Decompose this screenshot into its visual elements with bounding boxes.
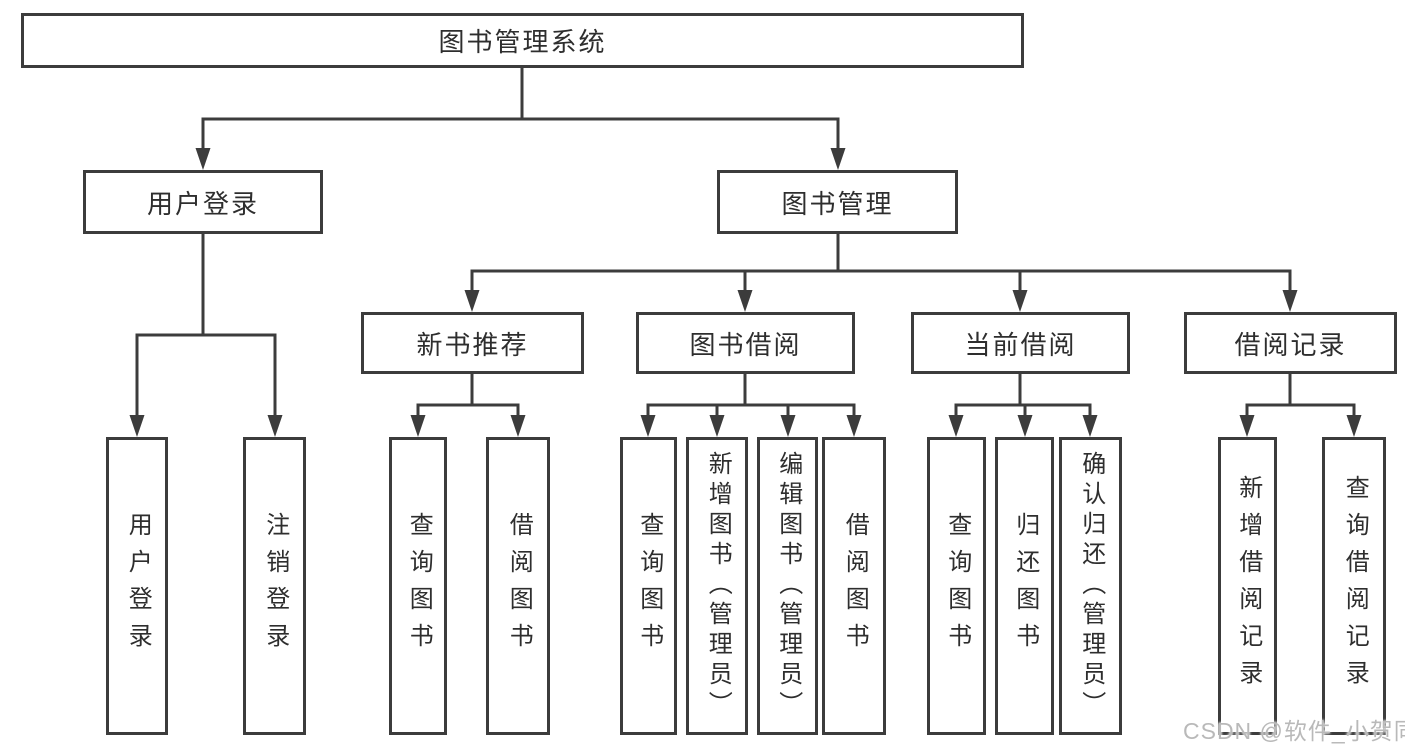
node-book-management: 图书管理 bbox=[717, 170, 958, 234]
leaf-label: 查询图书 bbox=[405, 512, 433, 660]
leaf-add-borrow-record: 新增借阅记录 bbox=[1218, 437, 1277, 735]
leaf-label: 查询借阅记录 bbox=[1341, 475, 1369, 697]
node-new-book-recommendation: 新书推荐 bbox=[361, 312, 584, 374]
leaf-label: 注销登录 bbox=[261, 512, 289, 660]
leaf-borrow-books-borrowing: 借阅图书 bbox=[822, 437, 886, 735]
leaf-confirm-return-admin: 确认归还（管理员） bbox=[1059, 437, 1122, 735]
node-borrowing-records: 借阅记录 bbox=[1184, 312, 1397, 374]
leaf-label: 归还图书 bbox=[1011, 512, 1039, 660]
node-book-borrowing: 图书借阅 bbox=[636, 312, 855, 374]
csdn-watermark: CSDN @软件_小贺同学 bbox=[1183, 718, 1405, 744]
leaf-label: 确认归还（管理员） bbox=[1077, 451, 1105, 721]
leaf-label: 查询图书 bbox=[943, 512, 971, 660]
leaf-user-login: 用户登录 bbox=[106, 437, 168, 735]
leaf-edit-book-admin: 编辑图书（管理员） bbox=[757, 437, 818, 735]
leaf-label: 编辑图书（管理员） bbox=[774, 451, 802, 721]
node-user-login: 用户登录 bbox=[83, 170, 323, 234]
node-current-borrowing: 当前借阅 bbox=[911, 312, 1130, 374]
leaf-label: 新增图书（管理员） bbox=[704, 451, 732, 721]
connector-lines bbox=[135, 68, 1356, 420]
node-library-management-system: 图书管理系统 bbox=[21, 13, 1024, 68]
leaf-query-books-borrowing: 查询图书 bbox=[620, 437, 677, 735]
leaf-label: 新增借阅记录 bbox=[1234, 475, 1262, 697]
arrowheads bbox=[129, 148, 1362, 437]
leaf-borrow-books-recommend: 借阅图书 bbox=[486, 437, 550, 735]
leaf-label: 查询图书 bbox=[635, 512, 663, 660]
leaf-query-books-recommend: 查询图书 bbox=[389, 437, 447, 735]
leaf-query-borrow-record: 查询借阅记录 bbox=[1322, 437, 1386, 735]
leaf-return-books: 归还图书 bbox=[995, 437, 1054, 735]
leaf-label: 用户登录 bbox=[124, 512, 152, 660]
leaf-logout: 注销登录 bbox=[243, 437, 306, 735]
leaf-query-books-current: 查询图书 bbox=[927, 437, 986, 735]
leaf-label: 借阅图书 bbox=[841, 512, 869, 660]
leaf-label: 借阅图书 bbox=[505, 512, 533, 660]
leaf-add-book-admin: 新增图书（管理员） bbox=[686, 437, 748, 735]
